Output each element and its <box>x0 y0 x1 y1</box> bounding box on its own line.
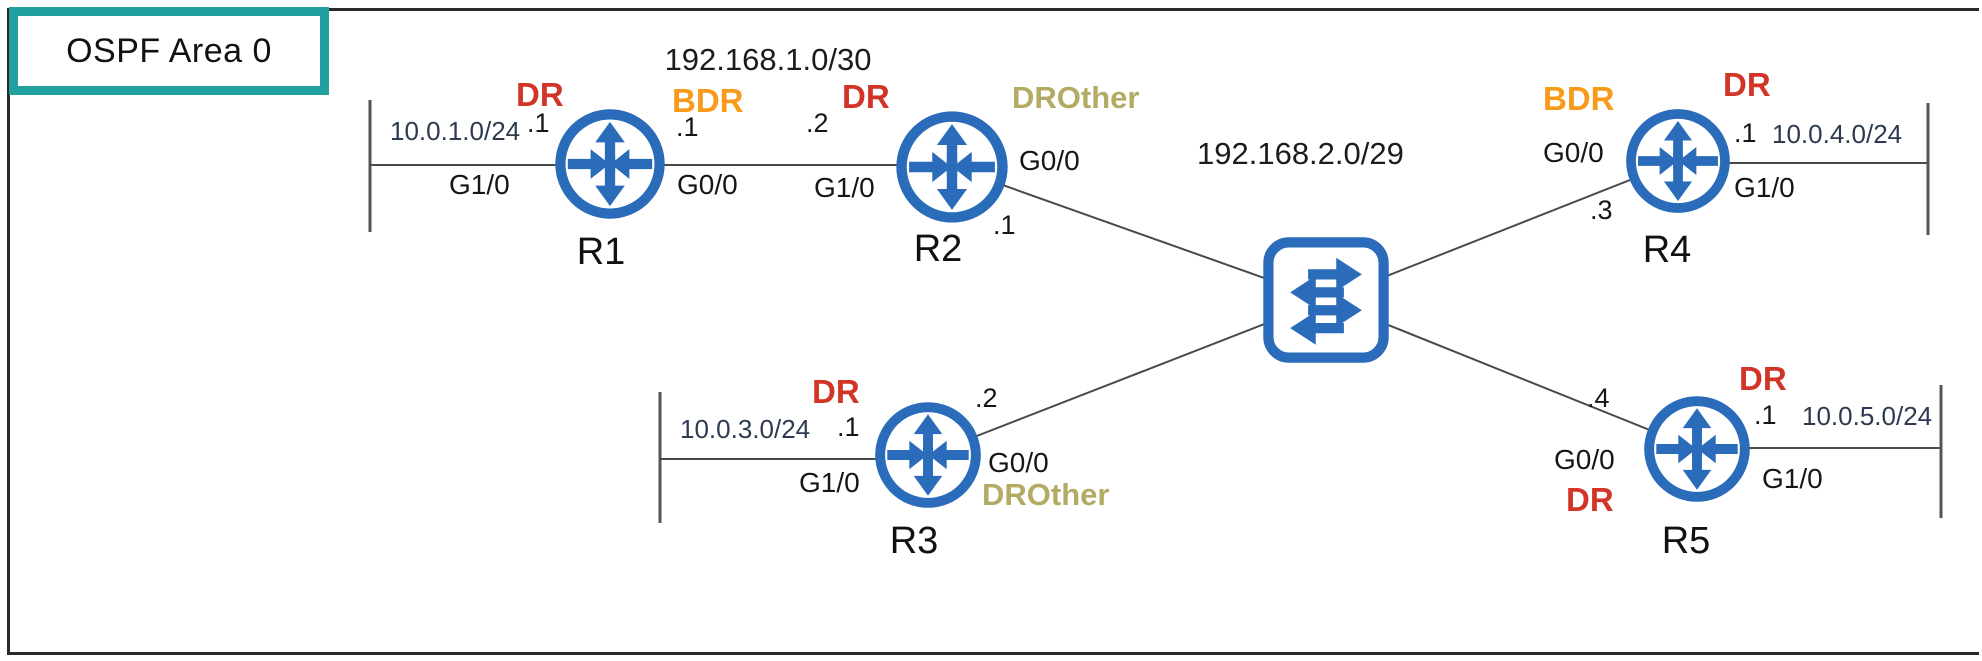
r1-lan-ip: .1 <box>527 108 550 138</box>
r1-lan-role-badge: DR <box>516 76 564 113</box>
r4-lan-interface: G1/0 <box>1734 172 1795 203</box>
r5-wan-role-badge: DR <box>1566 481 1614 518</box>
r5-wan-interface: G0/0 <box>1554 444 1615 475</box>
router-icon-r3 <box>873 400 983 510</box>
r2-right-role-badge: DROther <box>1012 80 1140 115</box>
r2-right-ip: .1 <box>993 210 1016 240</box>
r4-wan-ip: .3 <box>1590 195 1613 225</box>
switch-icon <box>1262 236 1390 364</box>
network-label-r1-r2: 192.168.1.0/30 <box>664 42 872 77</box>
router-icon <box>1626 109 1730 213</box>
r5-lan-interface: G1/0 <box>1762 463 1823 494</box>
r2-left-interface: G1/0 <box>814 172 875 203</box>
router-icon-r2 <box>894 109 1010 225</box>
r1-name: R1 <box>576 231 626 273</box>
switch-icon <box>1263 237 1389 363</box>
r3-wan-ip: .2 <box>975 383 998 413</box>
r1-wan-ip: .1 <box>676 112 699 142</box>
r3-lan-role-badge: DR <box>812 373 860 410</box>
r4-wan-role-badge: BDR <box>1543 80 1615 117</box>
r2-right-interface: G0/0 <box>1019 145 1080 176</box>
router-icon-r5 <box>1642 394 1752 504</box>
r3-lan-network: 10.0.3.0/24 <box>680 414 811 444</box>
router-icon <box>1644 396 1750 502</box>
r1-wan-interface: G0/0 <box>677 169 738 200</box>
r5-lan-ip: .1 <box>1754 400 1777 430</box>
r4-lan-role-badge: DR <box>1723 66 1771 103</box>
router-icon <box>555 109 665 219</box>
r4-lan-ip: .1 <box>1734 118 1757 148</box>
r4-lan-network: 10.0.4.0/24 <box>1772 119 1903 149</box>
r3-lan-interface: G1/0 <box>799 467 860 498</box>
r2-name: R2 <box>913 228 963 270</box>
ospf-area-box: OSPF Area 0 <box>9 7 329 95</box>
router-icon-r4 <box>1624 107 1732 215</box>
r4-wan-interface: G0/0 <box>1543 137 1604 168</box>
r1-lan-network: 10.0.1.0/24 <box>390 116 521 146</box>
r1-wan-role-badge: BDR <box>672 82 744 119</box>
router-icon-r1 <box>553 107 667 221</box>
r4-name: R4 <box>1642 229 1692 271</box>
r2-left-ip: .2 <box>806 108 829 138</box>
router-icon <box>875 402 981 508</box>
ospf-area-label: OSPF Area 0 <box>66 31 272 70</box>
r1-lan-interface: G1/0 <box>449 169 510 200</box>
r2-left-role-badge: DR <box>842 78 890 115</box>
link-switch-r3 <box>927 299 1327 456</box>
network-label-switch-lan: 192.168.2.0/29 <box>1197 136 1404 171</box>
router-icon <box>896 111 1008 223</box>
r3-wan-role-badge: DROther <box>982 477 1110 512</box>
r3-wan-interface: G0/0 <box>988 447 1049 478</box>
r5-wan-ip: .4 <box>1587 383 1610 413</box>
r5-lan-role-badge: DR <box>1739 360 1787 397</box>
r3-name: R3 <box>889 520 939 562</box>
r5-lan-network: 10.0.5.0/24 <box>1802 401 1933 431</box>
r3-lan-ip: .1 <box>837 412 860 442</box>
r5-name: R5 <box>1661 520 1711 562</box>
